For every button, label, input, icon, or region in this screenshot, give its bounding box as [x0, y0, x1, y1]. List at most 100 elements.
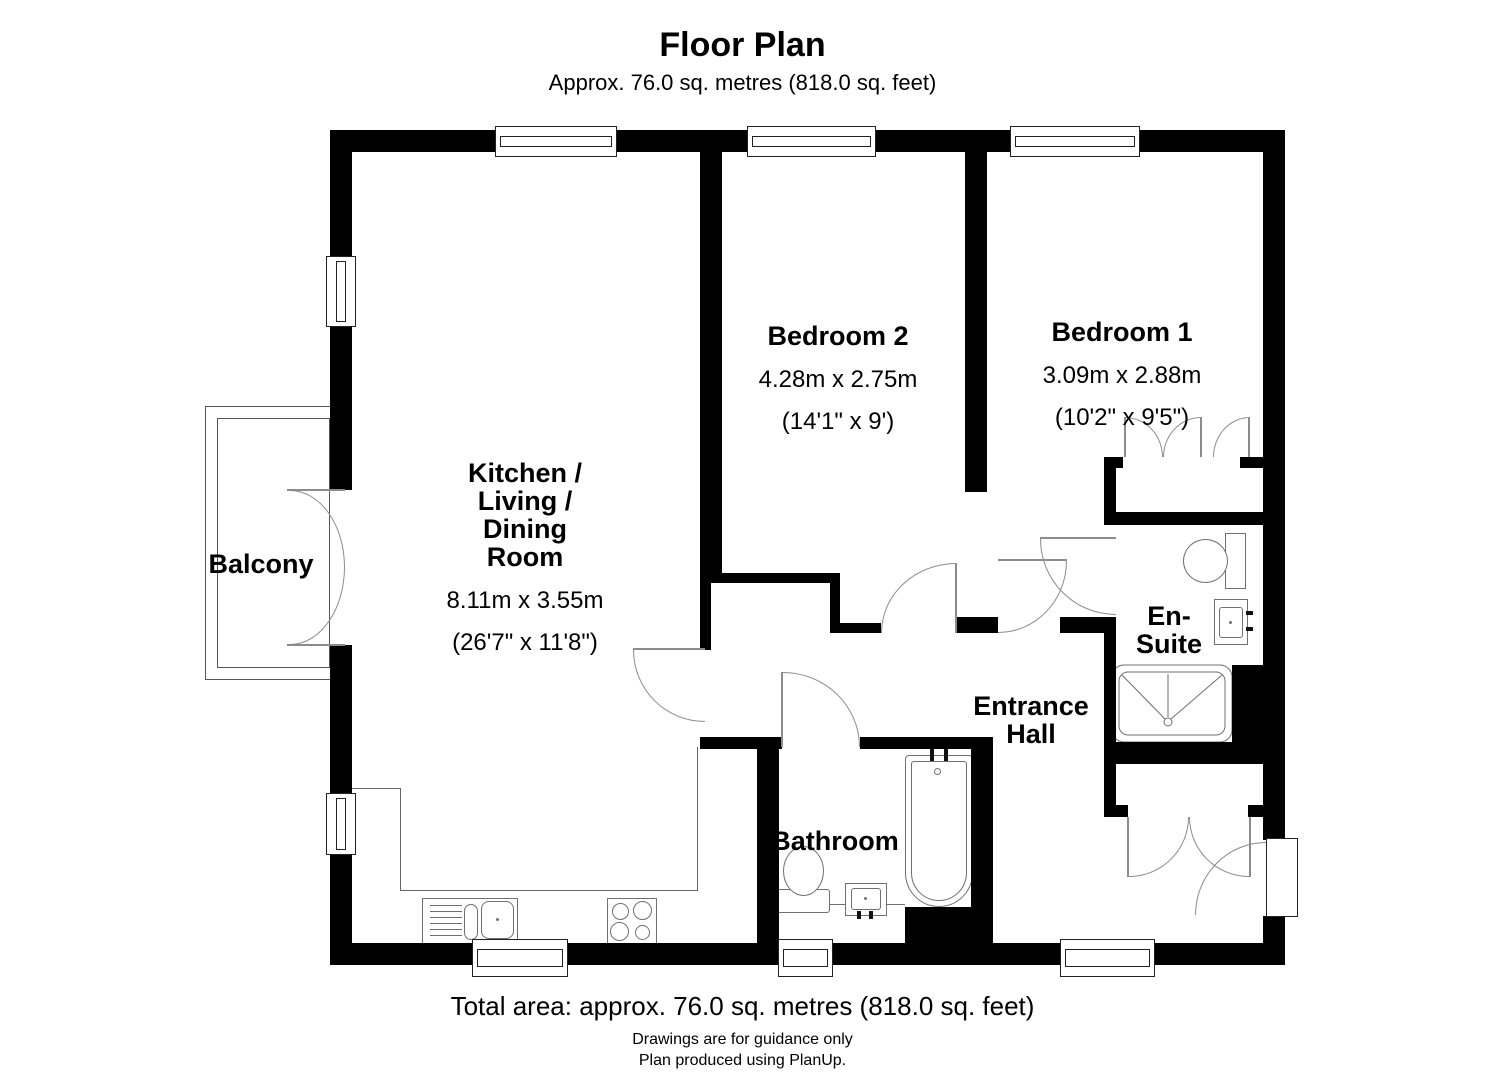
- counter-edge: [400, 890, 698, 891]
- door-arc: [881, 563, 956, 633]
- room-label-bedroom2: Bedroom 2 4.28m x 2.75m (14'1" x 9'): [708, 304, 968, 452]
- counter-edge: [352, 788, 400, 789]
- credit-text: Plan produced using PlanUp.: [638, 1052, 847, 1069]
- wall-jog-h: [711, 573, 840, 583]
- wardrobe-door-leaf: [1200, 417, 1202, 457]
- room-label-balcony: Balcony: [191, 532, 331, 596]
- counter-edge: [400, 788, 401, 891]
- wall-hall-stub-left: [956, 617, 998, 633]
- wall-bathroom-block: [905, 907, 993, 943]
- toilet-base: [776, 889, 830, 913]
- hob-ring: [612, 903, 629, 920]
- sink-tray: [464, 904, 478, 940]
- sink-drainer-line: [430, 917, 462, 918]
- bedroom1-dims-metric: 3.09m x 2.88m: [1042, 362, 1202, 389]
- window: [778, 939, 833, 977]
- window: [1010, 126, 1140, 157]
- bedroom1-name: Bedroom 1: [1051, 317, 1193, 347]
- window: [495, 126, 617, 157]
- sink-drain: [496, 918, 499, 921]
- sink-drainer-line: [430, 911, 462, 912]
- wall-jog-v: [830, 583, 840, 633]
- door-leaf: [955, 563, 957, 633]
- tap-icon: [1246, 611, 1253, 615]
- vanity-edge: [779, 904, 905, 905]
- window: [747, 126, 876, 157]
- closet-door-arc: [1129, 817, 1189, 877]
- wall-hall-kitchen-b: [860, 737, 993, 749]
- shower-tray: [1111, 664, 1233, 743]
- window: [326, 256, 356, 327]
- door-leaf: [287, 644, 345, 646]
- door-leaf: [287, 489, 345, 491]
- bedroom2-dims-imperial: (14'1" x 9'): [781, 408, 895, 435]
- wall-jog-h2: [840, 623, 881, 633]
- bathroom-name: Bathroom: [771, 826, 899, 856]
- wall-wardrobe-bottom: [1104, 512, 1263, 525]
- window: [1060, 939, 1155, 977]
- hob-ring: [633, 901, 652, 920]
- total-area-text: Total area: approx. 76.0 sq. metres (818…: [450, 991, 1035, 1021]
- hob-ring: [610, 922, 629, 941]
- bedroom2-dims-metric: 4.28m x 2.75m: [758, 366, 918, 393]
- wall-kitchen-bed2-lower: [700, 575, 711, 650]
- kitchen-dims-imperial: (26'7" x 11'8"): [452, 629, 598, 656]
- door-leaf: [998, 559, 1067, 561]
- sink-drainer-line: [430, 905, 462, 906]
- door-leaf: [1040, 537, 1116, 539]
- toilet-bowl: [783, 846, 824, 896]
- page-subtitle: Approx. 76.0 sq. metres (818.0 sq. feet): [548, 70, 937, 95]
- wall-hall-stub-br: [1248, 805, 1263, 817]
- entrance-door-leaf: [1266, 838, 1298, 917]
- room-label-bathroom: Bathroom: [705, 809, 965, 873]
- balcony-name: Balcony: [208, 549, 314, 579]
- tap-icon: [930, 749, 934, 761]
- wall-wardrobe-stub-left: [1104, 457, 1123, 468]
- page-title: Floor Plan: [659, 26, 826, 64]
- wall-hall-kitchen-a: [700, 737, 782, 749]
- sink-drainer-line: [430, 923, 462, 924]
- basin-drain: [1229, 621, 1232, 624]
- tap-icon: [1246, 627, 1253, 631]
- tap-icon: [857, 911, 861, 919]
- door-leaf: [633, 648, 705, 650]
- disclaimer-text: Drawings are for guidance only: [632, 1031, 853, 1048]
- window: [472, 939, 568, 977]
- hall-name: Entrance Hall: [973, 691, 1089, 749]
- kitchen-name: Kitchen / Living / Dining Room: [467, 458, 582, 572]
- door-arc: [783, 672, 860, 747]
- counter-edge: [697, 747, 698, 891]
- basin-drain: [864, 897, 867, 900]
- wall-bed1-bed2: [965, 152, 987, 492]
- sink-drainer-line: [430, 935, 462, 936]
- toilet-bowl: [1183, 539, 1228, 583]
- wall-wardrobe-stub-right: [1240, 457, 1263, 468]
- wall-ensuite-bottom: [1104, 742, 1263, 764]
- wall-shower-block: [1232, 665, 1263, 742]
- room-label-ensuite: En- Suite: [1107, 584, 1231, 676]
- room-label-bedroom1: Bedroom 1 3.09m x 2.88m (10'2" x 9'5"): [992, 300, 1252, 448]
- wall-right: [1263, 130, 1285, 965]
- ensuite-name: En- Suite: [1135, 601, 1202, 659]
- kitchen-dims-metric: 8.11m x 3.55m: [446, 587, 604, 614]
- tap-icon: [869, 911, 873, 919]
- bedroom2-name: Bedroom 2: [767, 321, 909, 351]
- wall-hall-stub-right: [1060, 617, 1116, 633]
- bathtub-inner: [911, 761, 967, 901]
- wall-bathroom-left: [757, 747, 779, 943]
- wall-bathroom-right: [971, 737, 993, 943]
- window: [326, 793, 356, 855]
- toilet-cistern: [1225, 533, 1246, 589]
- room-label-entrance-hall: Entrance Hall: [901, 674, 1161, 766]
- wardrobe-door-leaf: [1248, 417, 1250, 457]
- bedroom1-dims-imperial: (10'2" x 9'5"): [1054, 404, 1190, 431]
- wall-wardrobe-left: [1104, 457, 1116, 523]
- wall-hall-stub-bl: [1104, 805, 1128, 817]
- wall-kitchen-bed2: [700, 152, 722, 575]
- sink-drainer-line: [430, 929, 462, 930]
- room-label-kitchen: Kitchen / Living / Dining Room 8.11m x 3…: [395, 441, 655, 673]
- closet-door-leaf: [1127, 817, 1129, 877]
- door-leaf: [781, 672, 783, 747]
- bath-drain: [934, 768, 941, 775]
